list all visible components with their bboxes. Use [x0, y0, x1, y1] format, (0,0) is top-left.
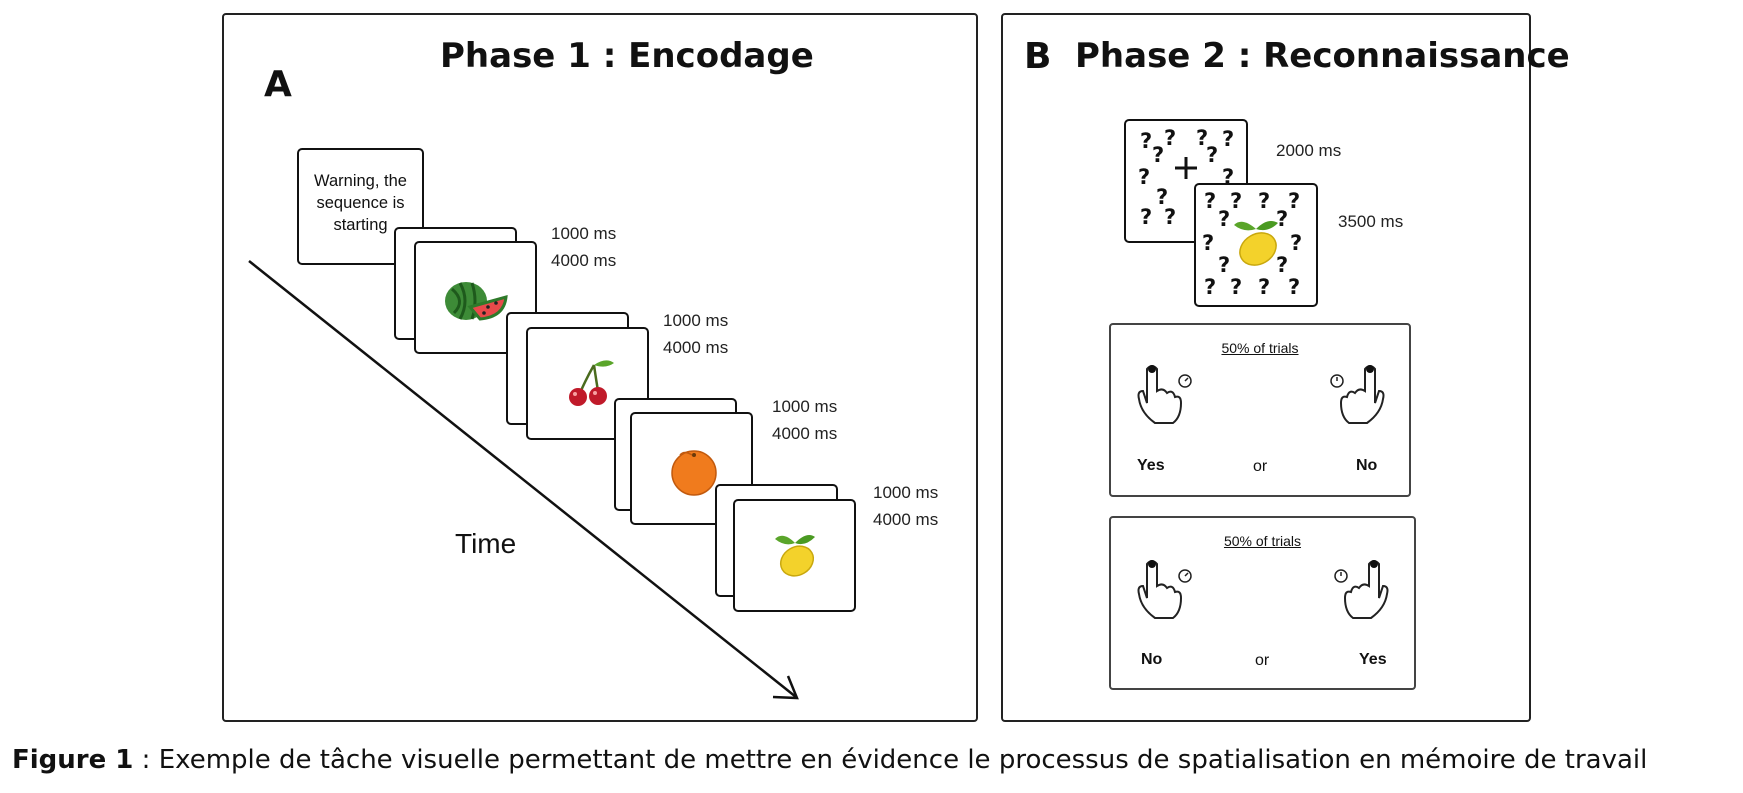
lemon-icon: [775, 535, 815, 577]
block-header: 50% of trials: [1221, 340, 1299, 356]
or-label: or: [1255, 652, 1270, 669]
question-mark: ?: [1288, 189, 1301, 213]
panel-b-letter: B: [1024, 36, 1052, 77]
right-hand-icon: [1334, 560, 1389, 619]
question-mark: ?: [1230, 275, 1243, 299]
response-block: 50% of trials Yes or No: [1109, 323, 1411, 497]
lemon-icon: [1234, 221, 1278, 266]
caption-text: : Exemple de tâche visuelle permettant d…: [133, 745, 1648, 775]
caption-label: Figure 1: [12, 745, 134, 775]
question-mark: ?: [1276, 253, 1289, 277]
fixation-cross-icon: [1175, 157, 1197, 179]
question-mark: ?: [1204, 275, 1217, 299]
left-hand-icon: [1137, 560, 1192, 619]
question-mark: ?: [1290, 231, 1303, 255]
stimulus-card: [733, 499, 856, 612]
question-mark: ?: [1218, 253, 1231, 277]
cherries-icon: [569, 360, 614, 406]
fixation-timing: 2000 ms: [1276, 141, 1342, 160]
question-mark: ?: [1164, 205, 1177, 229]
no-label: No: [1141, 651, 1163, 668]
panel-a-letter: A: [264, 64, 292, 105]
question-mark: ?: [1230, 189, 1243, 213]
right-hand-icon: [1330, 365, 1385, 424]
question-mark: ?: [1222, 127, 1235, 151]
yes-label: Yes: [1137, 457, 1165, 474]
question-mark: ?: [1218, 207, 1231, 231]
probe-timing: 3500 ms: [1338, 212, 1404, 231]
question-mark: ?: [1202, 231, 1215, 255]
question-mark: ?: [1204, 189, 1217, 213]
question-mark: ?: [1138, 165, 1151, 189]
warning-card: Warning, the sequence is starting: [297, 148, 424, 265]
watermelon-icon: [445, 282, 508, 321]
panel-b-title: Phase 2 : Reconnaissance: [1075, 36, 1570, 76]
time-label: Time: [455, 528, 517, 559]
question-mark: ?: [1258, 189, 1271, 213]
left-hand-icon: [1137, 365, 1192, 424]
question-mark: ?: [1140, 129, 1153, 153]
response-block: 50% of trials No or Yes: [1109, 516, 1416, 690]
figure-caption: Figure 1 : Exemple de tâche visuelle per…: [12, 745, 1647, 775]
probe-screen: ? ? ? ? ? ? ? ? ? ? ? ? ? ?: [1194, 183, 1318, 307]
question-mark: ?: [1288, 275, 1301, 299]
question-mark: ?: [1276, 207, 1289, 231]
question-mark: ?: [1206, 143, 1219, 167]
no-label: No: [1356, 457, 1378, 474]
yes-label: Yes: [1359, 651, 1387, 668]
question-mark: ?: [1152, 143, 1165, 167]
question-mark: ?: [1156, 185, 1169, 209]
block-header: 50% of trials: [1223, 533, 1302, 549]
question-mark: ?: [1140, 205, 1153, 229]
panel-a-title: Phase 1 : Encodage: [440, 36, 814, 76]
question-mark: ?: [1258, 275, 1271, 299]
question-mark: ?: [1196, 126, 1209, 150]
or-label: or: [1253, 458, 1268, 475]
question-mark: ?: [1164, 126, 1177, 150]
orange-icon: [671, 450, 717, 496]
